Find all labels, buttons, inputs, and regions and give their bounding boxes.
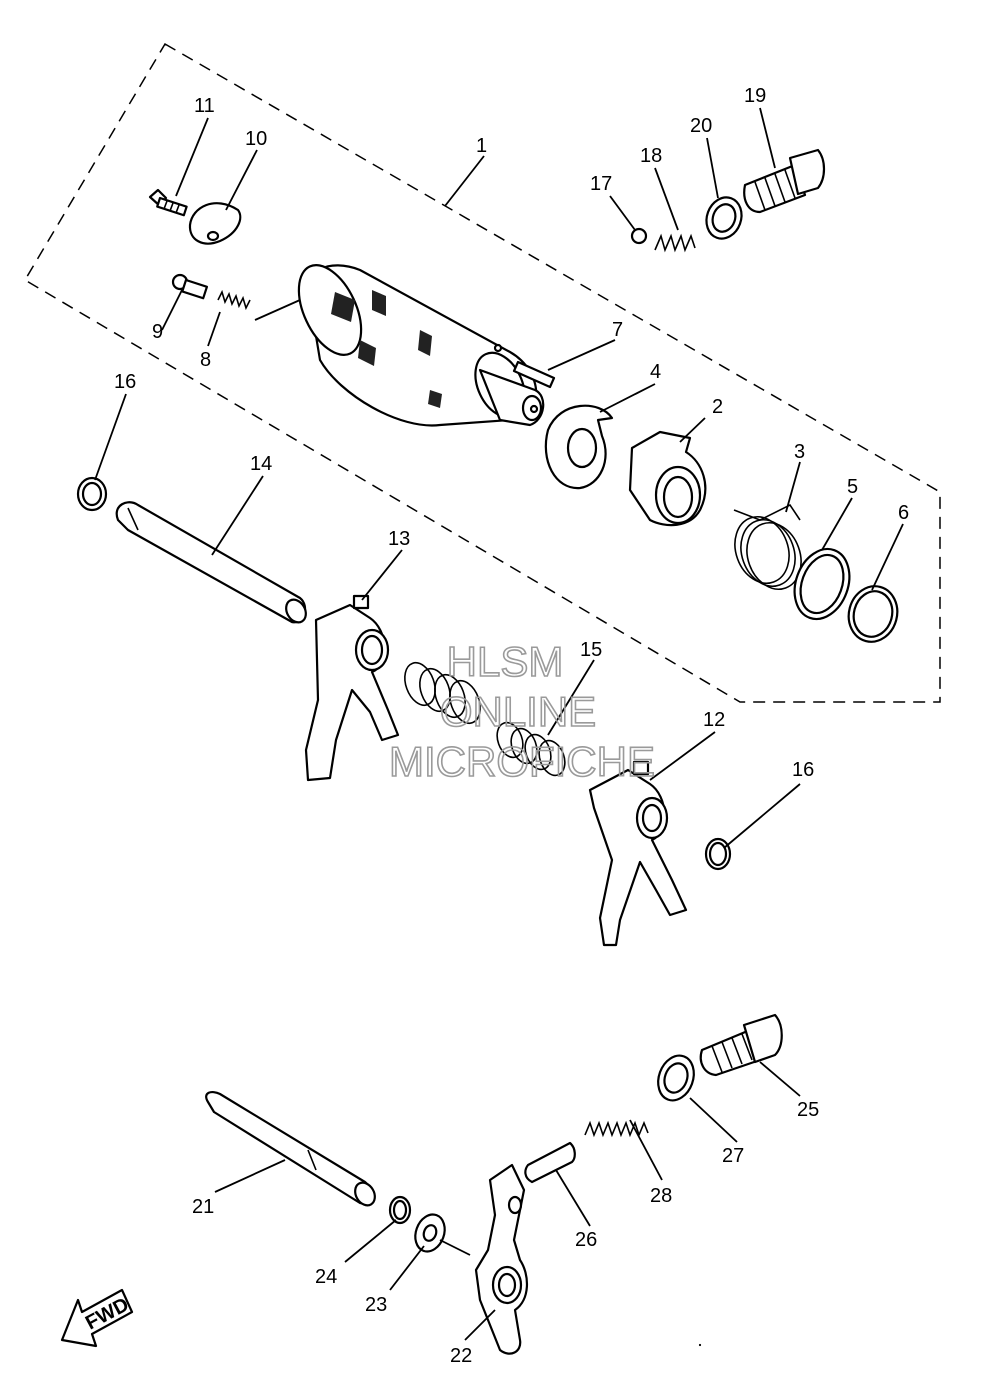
part-16-circlip-right[interactable]	[704, 837, 732, 871]
part-6-circlip[interactable]	[843, 581, 904, 648]
callout-10: 10	[245, 128, 267, 150]
watermark-line-3: MICROFICHE	[389, 738, 655, 785]
callout-19: 19	[744, 85, 766, 107]
part-22-shift-lever[interactable]	[474, 1163, 528, 1355]
part-27-washer[interactable]	[652, 1051, 700, 1106]
callout-22: 22	[450, 1345, 472, 1367]
callout-5: 5	[847, 476, 858, 498]
callout-18: 18	[640, 145, 662, 167]
part-9-pin[interactable]	[171, 273, 209, 300]
part-14-shift-fork-shaft[interactable]	[115, 501, 310, 626]
part-17-ball[interactable]	[630, 227, 648, 245]
callout-9: 9	[152, 321, 163, 343]
callout-24: 24	[315, 1266, 337, 1288]
part-10-plate[interactable]	[188, 202, 242, 245]
callout-20: 20	[690, 115, 712, 137]
callout-3: 3	[794, 441, 805, 463]
callout-16-left: 16	[114, 371, 136, 393]
callout-12: 12	[703, 709, 725, 731]
part-21-shift-shaft[interactable]	[205, 1091, 379, 1209]
part-1-shift-drum[interactable]	[286, 256, 545, 427]
callout-1: 1	[476, 135, 487, 157]
part-13-shift-fork[interactable]	[304, 594, 400, 782]
part-5-washer[interactable]	[785, 541, 858, 626]
part-11-screw[interactable]	[148, 188, 188, 217]
part-20-washer[interactable]	[701, 192, 747, 243]
callout-6: 6	[898, 502, 909, 524]
fwd-arrow-icon: FWD	[60, 1288, 134, 1348]
callout-25: 25	[797, 1099, 819, 1121]
part-15-spring-lower[interactable]	[493, 719, 570, 779]
callout-21: 21	[192, 1196, 214, 1218]
part-12-shift-fork[interactable]	[588, 760, 688, 947]
callout-4: 4	[650, 361, 661, 383]
callout-27: 27	[722, 1145, 744, 1167]
part-4-plate[interactable]	[544, 404, 614, 490]
callout-labels: 1 2 3 4 5 6 7 8 9 10 11 12 13 14 15 16 1…	[114, 85, 909, 1367]
part-3-torsion-spring[interactable]	[726, 503, 810, 597]
callout-7: 7	[612, 319, 623, 341]
callout-17: 17	[590, 173, 612, 195]
part-23-washer[interactable]	[410, 1210, 449, 1255]
part-18-spring[interactable]	[654, 233, 696, 253]
part-7-pin[interactable]	[512, 360, 556, 389]
part-8-spring[interactable]	[217, 289, 251, 311]
part-25-plug-bolt[interactable]	[698, 1013, 783, 1347]
callout-13: 13	[388, 528, 410, 550]
part-24-circlip[interactable]	[388, 1195, 412, 1225]
watermark-line-2: ONLINE	[440, 688, 596, 735]
callout-15: 15	[580, 639, 602, 661]
part-16-circlip-left[interactable]	[76, 476, 108, 512]
callout-14: 14	[250, 453, 272, 475]
watermark: HLSM ONLINE MICROFICHE	[388, 637, 656, 786]
callout-2: 2	[712, 396, 723, 418]
leader-lines	[94, 107, 904, 1341]
callout-23: 23	[365, 1294, 387, 1316]
part-2-segment[interactable]	[628, 430, 707, 527]
callout-8: 8	[200, 349, 211, 371]
callout-26: 26	[575, 1229, 597, 1251]
watermark-line-1: HLSM	[447, 638, 564, 685]
assembly-boundary	[23, 42, 941, 703]
callout-16-right: 16	[792, 759, 814, 781]
part-26-pin[interactable]	[524, 1141, 576, 1184]
callout-11: 11	[194, 95, 215, 117]
part-19-plug-bolt[interactable]	[743, 148, 826, 214]
callout-28: 28	[650, 1185, 672, 1207]
part-28-spring[interactable]	[584, 1120, 649, 1138]
part-15-spring-upper[interactable]	[399, 659, 485, 728]
